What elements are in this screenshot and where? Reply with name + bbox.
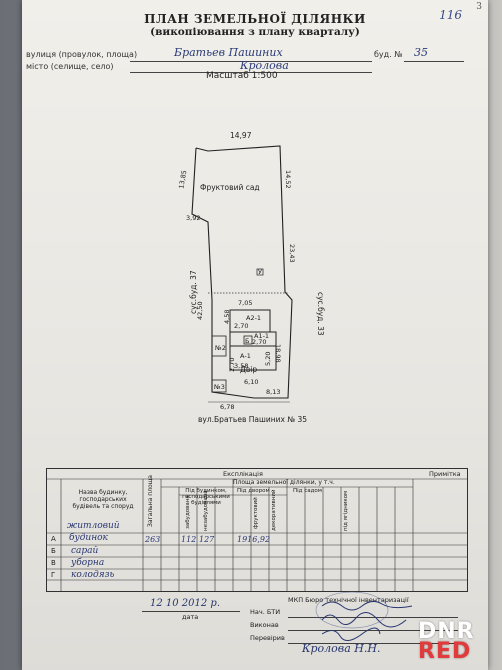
- dim-left-step: 3,92: [186, 214, 200, 222]
- row-hw-1: житловий: [67, 521, 120, 531]
- dim-small-left: 2,70: [228, 358, 236, 372]
- toilet: [211, 379, 227, 393]
- label-neighbor-left: сус.буд. 37: [189, 270, 198, 314]
- value-unbuilt: 127: [199, 535, 215, 544]
- date-line: [142, 611, 240, 612]
- row-hw-4: уборна: [71, 558, 105, 568]
- dim-right-top: 14,52: [284, 170, 292, 189]
- marker-square: [256, 268, 264, 276]
- row-letter-c: В: [51, 559, 56, 567]
- signature-scribbles: [315, 591, 413, 641]
- table-grid: [47, 478, 467, 591]
- label-shed: №2: [214, 344, 226, 352]
- dim-yard-bottom: 6,10: [244, 378, 258, 386]
- watermark-bottom: RED: [418, 639, 472, 664]
- col-building-name: Назва будинку, господарських будівель та…: [72, 489, 134, 510]
- building-label: буд. №: [374, 50, 403, 59]
- table-header-main: Експлікація: [223, 470, 263, 478]
- house-a: [229, 345, 277, 371]
- label-a: А-1: [240, 352, 251, 360]
- label-garden: Фруктовий сад: [200, 183, 260, 192]
- value-yard: 1916,92: [237, 535, 271, 544]
- row-letter-a: А: [51, 535, 56, 543]
- dim-house-3: 2,70: [252, 338, 266, 346]
- label-a2: А2-1: [246, 314, 261, 322]
- watermark: DNR RED: [418, 619, 492, 664]
- street-label: вулиця (провулок, площа): [26, 50, 138, 59]
- col-yard: Під двором: [237, 488, 270, 494]
- row-hw-5: колодязь: [71, 570, 115, 580]
- check-sign-line: [288, 643, 458, 644]
- explication-table: Експлікація Площа земельної ділянки, у т…: [46, 468, 468, 592]
- exec-label: Виконав: [250, 621, 279, 629]
- dim-house-side: 18,98: [274, 344, 282, 363]
- shed: [211, 335, 227, 357]
- head-sign-line: [288, 617, 458, 618]
- city-value: Кролова: [240, 59, 289, 72]
- org-label: МКП Бюро технічної інвентаризації: [288, 596, 409, 604]
- document-title: ПЛАН ЗЕМЕЛЬНОЇ ДІЛЯНКИ: [144, 12, 366, 26]
- city-label: місто (селище, село): [26, 62, 114, 71]
- building-value: 35: [414, 46, 428, 59]
- dim-left-long: 42,50: [196, 301, 204, 320]
- watermark-top: DNR: [418, 619, 475, 644]
- bottom-handwriting: Кролова Н.Н.: [302, 642, 381, 655]
- exec-sign-line: [288, 630, 458, 631]
- label-a1: А1-1: [254, 332, 269, 340]
- dim-house-1: 4,58: [223, 310, 231, 324]
- page-number: 116: [439, 8, 462, 22]
- well: [243, 335, 253, 345]
- dim-right-mid: 23,43: [288, 244, 296, 263]
- scale-label: Масштаб 1:500: [206, 71, 278, 81]
- date-value: 12 10 2012 р.: [150, 598, 221, 609]
- value-built: 112: [181, 535, 197, 544]
- dim-bottom-left: 6,78: [220, 403, 234, 411]
- dim-house-4: 3,58: [234, 362, 248, 370]
- street-value: Братьев Пашиних: [174, 46, 283, 59]
- label-yard: Двір: [240, 365, 257, 374]
- dim-house-2: 2,70: [234, 322, 248, 330]
- city-underline: [130, 72, 372, 73]
- row-hw-3: сарай: [71, 546, 99, 556]
- label-neighbor-right: сус.буд. 33: [316, 292, 325, 336]
- document-subtitle: (викопіювання з плану кварталу): [150, 26, 360, 38]
- dim-bottom-right: 8,13: [266, 388, 280, 396]
- row-letter-d: Г: [51, 571, 56, 579]
- col-garden: Під садом: [293, 488, 322, 494]
- row-letter-b: Б: [51, 547, 56, 555]
- dim-house-width: 7,05: [238, 299, 252, 307]
- dim-house-5: 5,20: [264, 352, 272, 366]
- head-label: Нач. БТИ: [250, 608, 281, 616]
- dim-top-left: 13,85: [177, 170, 188, 190]
- value-total: 263: [145, 535, 161, 544]
- dim-top: 14,97: [230, 131, 252, 140]
- col-under-buildings: Під будинком, господарськими будівлями: [182, 488, 230, 506]
- label-street-bottom: вул.Братьев Пашиних № 35: [198, 415, 307, 424]
- label-well: Б: [245, 337, 249, 345]
- table-header-area: Площа земельної ділянки, у т.ч.: [233, 479, 335, 486]
- corner-number: 3: [476, 2, 482, 12]
- building-underline: [404, 61, 464, 62]
- check-label: Перевірив: [250, 634, 285, 642]
- table-header-note: Примітка: [429, 470, 461, 478]
- site-plan: 14,97 13,85 14,52 23,43 3,92 42,50 7,05 …: [177, 131, 325, 424]
- document-sheet: 3 116 ПЛАН ЗЕМЕЛЬНОЇ ДІЛЯНКИ (викопіюван…: [22, 0, 488, 670]
- label-marker: У: [258, 268, 262, 276]
- lot-boundary: [191, 145, 293, 399]
- date-label: дата: [182, 613, 199, 621]
- label-toilet: №3: [213, 383, 225, 391]
- row-hw-2: будинок: [69, 533, 108, 543]
- street-underline: [130, 61, 372, 62]
